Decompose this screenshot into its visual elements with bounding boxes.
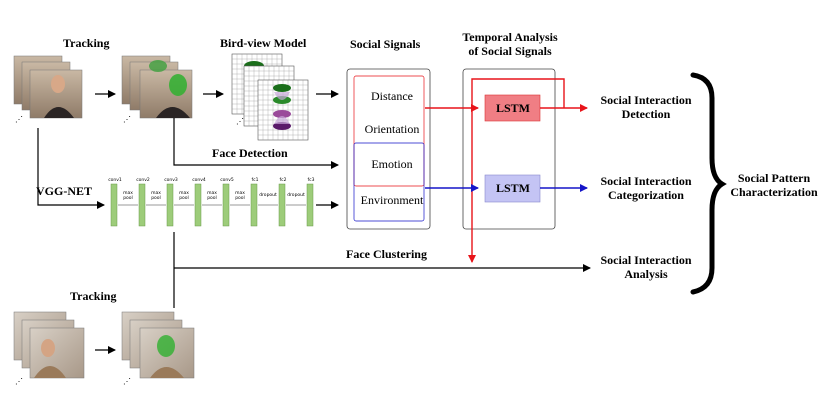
vgg-op-label: dropout	[259, 192, 277, 198]
vgg-layer-block	[138, 183, 146, 227]
vgg-op-label: max	[123, 191, 133, 196]
vgg-layer-label: conv3	[164, 177, 178, 183]
vgg-op-label: pool	[151, 195, 161, 201]
vgg-layer-block	[194, 183, 202, 227]
vgg-layer-block	[278, 183, 286, 227]
lstm-top-label: LSTM	[495, 101, 530, 115]
output-detection: Social Interaction Detection	[590, 93, 702, 121]
vgg-layer-label: conv2	[136, 177, 150, 183]
bottom-video-frames: ⋰	[13, 311, 85, 386]
tracking-bottom-label: Tracking	[70, 289, 117, 303]
signal-orientation: Orientation	[364, 122, 420, 136]
bird-view-label: Bird-view Model	[220, 36, 307, 50]
svg-text:⋰: ⋰	[15, 115, 23, 124]
output-analysis-line1: Social Interaction	[600, 253, 692, 267]
face-detection-label: Face Detection	[212, 146, 288, 160]
signal-environment: Environment	[360, 193, 424, 207]
characterization-line2: Characterization	[730, 185, 818, 199]
vgg-layer-label: conv4	[192, 177, 206, 183]
bird-view-person-blob	[273, 84, 291, 92]
output-categorization-line1: Social Interaction	[600, 174, 692, 188]
vgg-layer-block	[166, 183, 174, 227]
vgg-layer-block	[222, 183, 230, 227]
output-analysis-line2: Analysis	[624, 267, 668, 281]
vgg-op-label: max	[151, 191, 161, 196]
tracking-top-label: Tracking	[63, 36, 110, 50]
vgg-op-label: dropout	[287, 192, 305, 198]
vgg-layer-block	[306, 183, 314, 227]
signal-distance: Distance	[371, 89, 413, 103]
vgg-op-label: pool	[207, 195, 217, 201]
signal-emotion: Emotion	[371, 157, 413, 171]
social-signals-label: Social Signals	[350, 37, 421, 51]
face-clustering-label: Face Clustering	[346, 247, 427, 261]
vgg-op-label: pool	[179, 195, 189, 201]
red-flow	[425, 78, 588, 263]
social-signals-panel	[346, 68, 431, 230]
signals-red-group	[353, 75, 425, 187]
curly-brace	[690, 72, 727, 295]
top-video-frames-tracked: ⋰	[121, 55, 193, 124]
vgg-layer-block	[250, 183, 258, 227]
bird-view-grids: ⋰	[231, 53, 309, 141]
top-video-frames: ⋰	[13, 55, 83, 124]
signals-blue-group	[353, 142, 425, 222]
vgg-op-label: max	[235, 191, 245, 196]
svg-text:⋰: ⋰	[123, 115, 131, 124]
output-detection-line2: Detection	[621, 107, 671, 121]
vgg-op-label: max	[207, 191, 217, 196]
black-connectors	[37, 90, 591, 354]
vgg-layer-label: fc1	[252, 177, 259, 183]
vgg-op-label: pool	[123, 195, 133, 201]
vgg-layer-label: fc2	[280, 177, 287, 183]
vgg-net-label: VGG-NET	[36, 184, 93, 198]
bottom-video-frames-tracked: ⋰	[121, 311, 195, 386]
vgg-op-label: pool	[235, 195, 245, 201]
temporal-label-line2: of Social Signals	[468, 44, 552, 58]
temporal-analysis-panel	[462, 68, 556, 230]
temporal-label: Temporal Analysis of Social Signals	[452, 30, 568, 58]
output-analysis: Social Interaction Analysis	[590, 253, 702, 281]
characterization-line1: Social Pattern	[737, 171, 811, 185]
characterization-label: Social Pattern Characterization	[722, 171, 826, 199]
output-categorization: Social Interaction Categorization	[590, 174, 702, 202]
bird-view-person-blob	[273, 110, 291, 118]
temporal-label-line1: Temporal Analysis	[462, 30, 558, 44]
output-categorization-line2: Categorization	[608, 188, 684, 202]
more-frames-dots: ⋰	[236, 117, 244, 126]
vgg-net-model: conv1maxpoolconv2maxpoolconv3maxpoolconv…	[108, 177, 315, 227]
svg-text:⋰: ⋰	[123, 377, 131, 386]
vgg-layer-label: fc3	[308, 177, 315, 183]
output-detection-line1: Social Interaction	[600, 93, 692, 107]
vgg-layer-label: conv5	[220, 177, 234, 183]
svg-text:⋰: ⋰	[15, 377, 23, 386]
vgg-layer-label: conv1	[108, 177, 122, 183]
lstm-bottom-label: LSTM	[495, 181, 530, 195]
vgg-op-label: max	[179, 191, 189, 196]
vgg-layer-block	[110, 183, 118, 227]
lstm-top-box	[484, 94, 541, 122]
